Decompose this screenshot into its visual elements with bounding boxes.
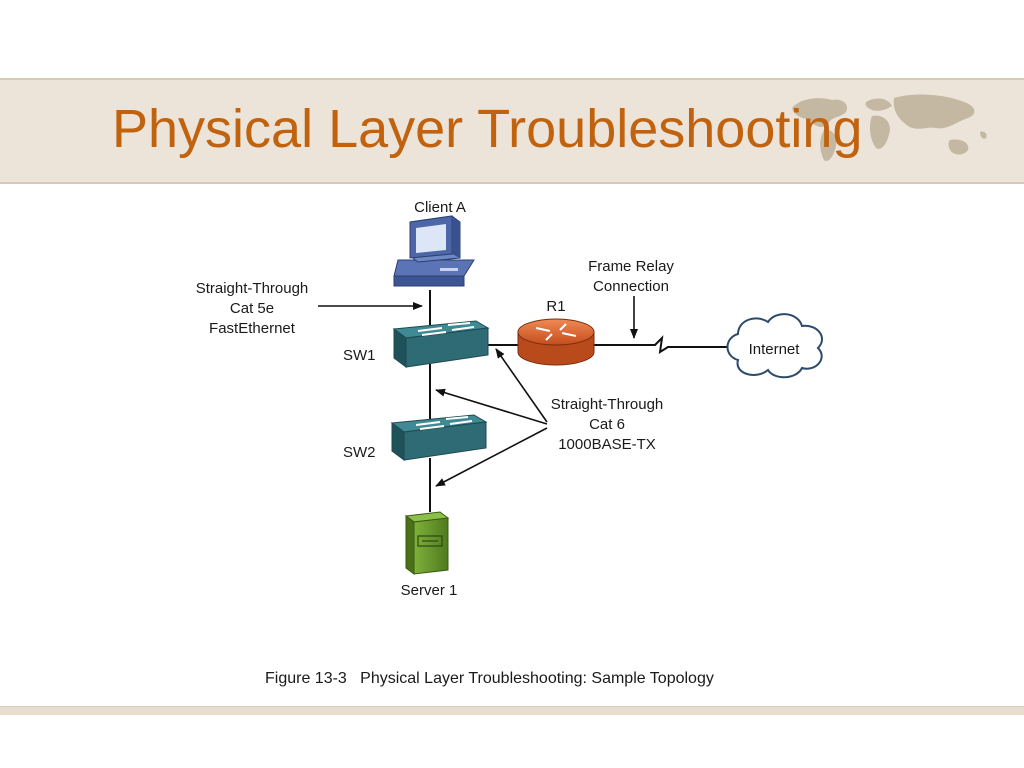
arrow-switch-cable-2 [435, 388, 548, 425]
annotation-line: Cat 5e [230, 300, 274, 317]
wan-link-annotation: Frame Relay Connection [588, 258, 674, 295]
access-cable-annotation: Straight-Through Cat 5e FastEthernet [196, 280, 309, 337]
annotation-line: Cat 6 [589, 416, 625, 433]
wan-link-r1-internet [594, 335, 728, 354]
annotation-line: Frame Relay [588, 258, 674, 275]
sw1-label: SW1 [343, 347, 376, 364]
server-1-label: Server 1 [401, 582, 458, 599]
client-a-label: Client A [414, 199, 466, 216]
switch-icon [392, 320, 490, 368]
arrow-switch-cable-1 [495, 348, 548, 423]
slide-title: Physical Layer Troubleshooting [112, 99, 863, 159]
annotation-line: Connection [593, 278, 669, 295]
router-icon [517, 318, 595, 366]
arrow-switch-cable-3 [435, 427, 548, 487]
workstation-icon [393, 215, 475, 287]
server-icon [404, 511, 450, 575]
switch-cable-annotation: Straight-Through Cat 6 1000BASE-TX [551, 396, 664, 453]
figure-caption: Figure 13-3 Physical Layer Troubleshooti… [265, 670, 714, 687]
sw2-label: SW2 [343, 444, 376, 461]
annotation-line: FastEthernet [209, 320, 296, 337]
annotation-line: 1000BASE-TX [558, 436, 656, 453]
internet-label: Internet [749, 341, 801, 358]
world-map-icon [792, 94, 987, 162]
switch-icon [390, 414, 488, 461]
annotation-line: Straight-Through [551, 396, 664, 413]
footer-rule [0, 706, 1024, 715]
r1-label: R1 [546, 298, 565, 315]
annotation-line: Straight-Through [196, 280, 309, 297]
title-band [0, 78, 1024, 184]
cloud-icon [726, 313, 823, 379]
